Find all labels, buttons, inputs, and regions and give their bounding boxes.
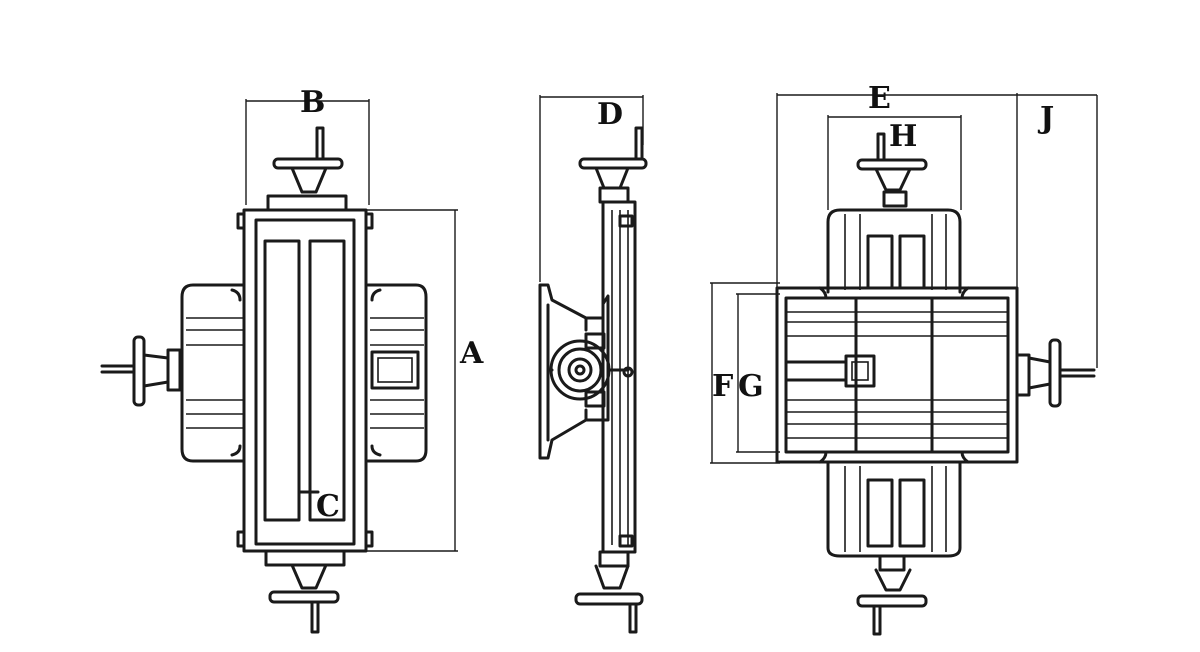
right-housing bbox=[366, 283, 428, 463]
label-c: C bbox=[316, 489, 340, 524]
upper-slide-housing bbox=[826, 208, 962, 294]
top-view-bottom-handwheel bbox=[856, 554, 928, 636]
front-view: B A C bbox=[100, 85, 484, 634]
label-f: F bbox=[712, 369, 733, 404]
top-view-top-handwheel bbox=[856, 132, 928, 208]
top-view-right-handwheel bbox=[1015, 338, 1096, 408]
side-crank-wheel bbox=[546, 332, 634, 408]
dimension-h-lines bbox=[827, 115, 962, 210]
dimension-a-lines bbox=[366, 209, 458, 552]
side-view: D bbox=[538, 95, 648, 634]
top-view-table bbox=[775, 286, 1019, 464]
left-handwheel bbox=[100, 335, 182, 407]
dimension-b-lines bbox=[245, 99, 370, 205]
label-h: H bbox=[889, 119, 917, 154]
label-e: E bbox=[868, 81, 891, 116]
top-view: E H J F G bbox=[710, 81, 1098, 636]
label-g: G bbox=[738, 369, 764, 404]
top-handwheel bbox=[266, 126, 348, 212]
side-top-handwheel bbox=[578, 126, 648, 204]
lower-slide-housing bbox=[826, 460, 962, 558]
label-b: B bbox=[300, 85, 325, 120]
dimension-g-lines bbox=[736, 293, 780, 453]
dimension-f-lines bbox=[710, 282, 780, 464]
label-d: D bbox=[597, 97, 623, 132]
label-j: J bbox=[1037, 101, 1054, 136]
front-table bbox=[236, 208, 374, 553]
dimension-j-lines bbox=[1017, 94, 1098, 368]
dimension-e-lines bbox=[776, 93, 1018, 290]
label-a: A bbox=[459, 336, 484, 371]
left-housing bbox=[180, 283, 246, 463]
side-bottom-handwheel bbox=[574, 550, 644, 634]
bottom-handwheel bbox=[264, 549, 346, 634]
